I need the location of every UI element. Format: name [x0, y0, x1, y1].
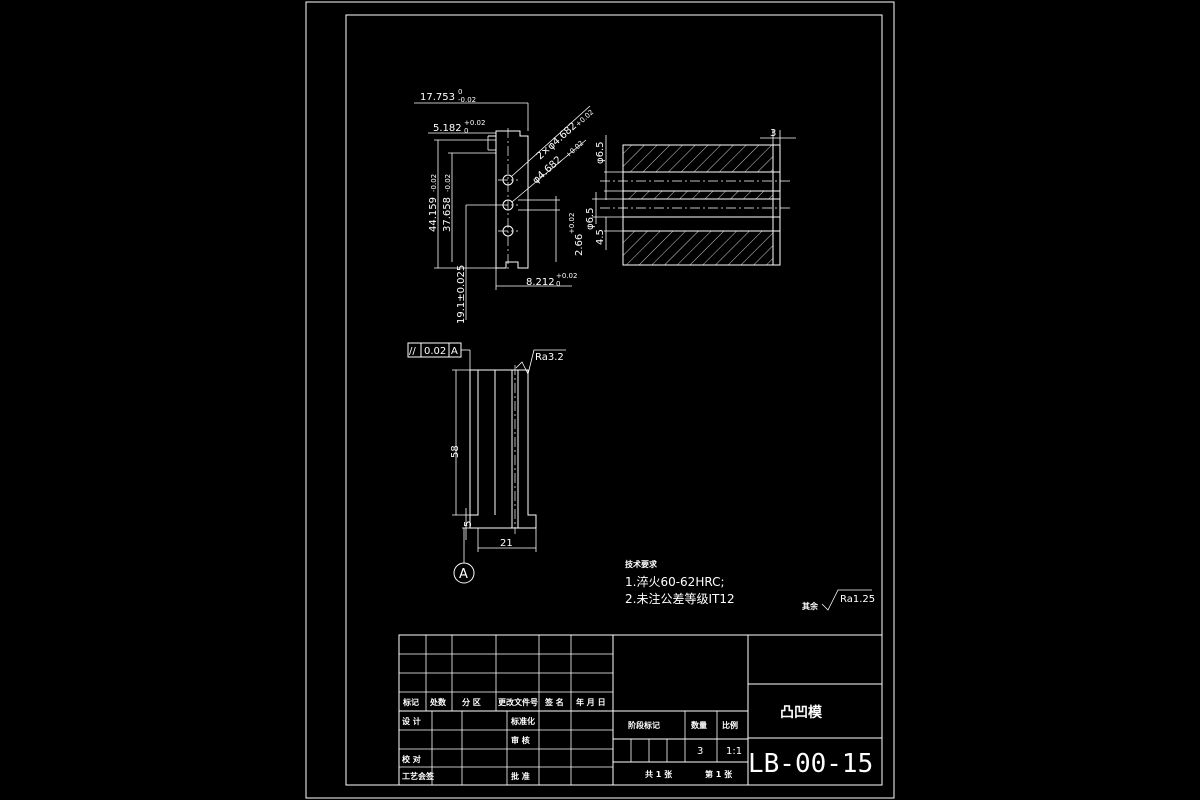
dim-5182-tol-dn: 0	[464, 127, 468, 135]
tb-hdr-date: 年 月 日	[576, 697, 606, 707]
dim-17753: 17.753	[420, 92, 455, 103]
tech-line-1: 1.淬火60-62HRC;	[625, 574, 725, 589]
roughness-rest: 其余 Ra1.25	[802, 589, 875, 611]
dim-37658: 37.658	[442, 197, 453, 232]
dim-phi65-a: φ6.5	[595, 142, 606, 165]
dim-17753-tol-up: 0	[458, 88, 462, 96]
dim-45: 4.5	[595, 229, 606, 245]
outer-frame	[305, 1, 895, 799]
tb-qty-label: 数量	[691, 720, 707, 730]
top-view: 17.753 0 -0.02 5.182 +0.02 0 2×φ4.682 +0…	[414, 88, 595, 324]
dim-44159-tol: -0.02	[430, 174, 438, 192]
dim-266-tol: +0.02	[568, 213, 576, 234]
dim-8212-tol-zero: 0	[556, 280, 560, 288]
roughness-ra32: Ra3.2	[535, 352, 564, 363]
side-section-view: 3 φ6.5 φ6.5 4.5	[585, 128, 796, 266]
tb-scale-value: 1:1	[726, 746, 742, 757]
tb-sheets-total: 共 1 张	[645, 769, 673, 779]
dim-37658-tol: -0.02	[444, 174, 452, 192]
tb-sheet-no: 第 1 张	[705, 769, 733, 779]
datum-a: A	[459, 567, 468, 582]
tech-line-2: 2.未注公差等级IT12	[625, 591, 735, 606]
tb-stage: 阶段标记	[628, 720, 660, 730]
tb-part-name: 凸凹模	[780, 704, 823, 721]
tb-qty-value: 3	[697, 746, 703, 757]
tb-hdr-count: 处数	[429, 697, 447, 707]
gtol-symbol: //	[409, 346, 416, 357]
dim-8212-tol: +0.02	[556, 272, 577, 280]
dim-8212: 8.212	[526, 277, 555, 288]
dim-44159: 44.159	[428, 197, 439, 232]
tb-review: 校 对	[402, 754, 421, 764]
technical-requirements: 技术要求 1.淬火60-62HRC; 2.未注公差等级IT12	[625, 559, 735, 606]
tb-design: 设 计	[402, 716, 421, 726]
tb-check: 审 核	[511, 735, 530, 745]
dim-phi4682: φ4.682	[531, 154, 565, 186]
gtol-value: 0.02	[424, 346, 446, 357]
tb-hdr-zone: 分 区	[462, 697, 481, 707]
tb-hdr-sign: 签 名	[544, 697, 564, 707]
tb-scale-label: 比例	[722, 720, 738, 730]
rough-rest-label: 其余	[802, 601, 819, 611]
dim-5182: 5.182	[433, 123, 462, 134]
dim-191: 19.1±0.025	[456, 265, 467, 324]
tb-hdr-mark: 标记	[402, 697, 419, 707]
tb-approve: 批 准	[511, 771, 530, 781]
rough-rest-value: Ra1.25	[840, 594, 875, 605]
dim-21: 21	[500, 538, 513, 549]
dim-phi4682-tol: +0.02	[564, 139, 585, 159]
gtol-datum: A	[451, 346, 458, 357]
dim-5182-tol-up: +0.02	[464, 119, 485, 127]
tech-title: 技术要求	[625, 559, 658, 569]
tb-hdr-change: 更改文件号	[498, 697, 538, 707]
tb-drawing-no: LB-00-15	[748, 749, 873, 779]
tb-standard: 标准化	[510, 716, 535, 726]
dim-w3: 3	[770, 128, 776, 139]
dim-58: 58	[450, 445, 461, 458]
dim-phi65-b: φ6.5	[585, 208, 596, 231]
dim-266: 2.66	[574, 234, 585, 256]
dim-17753-tol-dn: -0.02	[458, 96, 476, 104]
front-view: // 0.02 A Ra3.2 58 5 21 A	[407, 342, 566, 584]
title-block: 标记 处数 分 区 更改文件号 签 名 年 月 日 设 计 标准化 审 核 校 …	[398, 634, 883, 786]
dim-5: 5	[463, 521, 474, 527]
tb-process: 工艺会签	[402, 771, 435, 781]
